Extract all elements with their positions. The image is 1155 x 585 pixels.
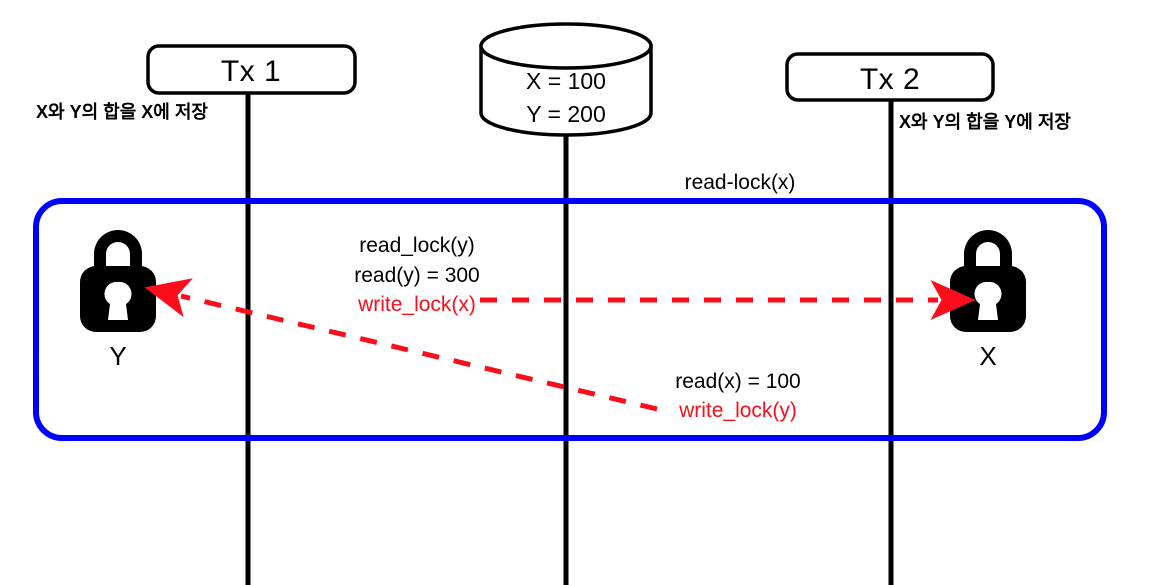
lock-icon-y: [80, 230, 156, 332]
deadlock-region-box: [33, 198, 1107, 441]
tx2-title: Tx 2: [859, 63, 921, 96]
lock-label-y: Y: [109, 341, 127, 371]
op-write-lock-x: write_lock(x): [358, 293, 476, 316]
tx1-note: X와 Y의 합을 X에 저장: [36, 102, 208, 122]
op-read-x: read(x) = 100: [675, 370, 801, 393]
read-lock-x-label: read-lock(x): [684, 171, 796, 194]
tx2-note: X와 Y의 합을 Y에 저장: [899, 112, 1071, 132]
database-cylinder: [479, 22, 653, 137]
db-value-y: Y = 200: [526, 101, 606, 127]
op-read-lock-y: read_lock(y): [359, 234, 475, 257]
op-write-lock-y: write_lock(y): [679, 399, 797, 422]
lock-icon-x: [950, 230, 1026, 332]
tx2-header-box: [785, 52, 995, 102]
op-read-y: read(y) = 300: [354, 264, 480, 287]
db-value-x: X = 100: [526, 68, 606, 94]
tx1-title: Tx 1: [220, 55, 282, 88]
tx1-header-box: [146, 44, 357, 95]
lock-label-x: X: [979, 341, 997, 371]
